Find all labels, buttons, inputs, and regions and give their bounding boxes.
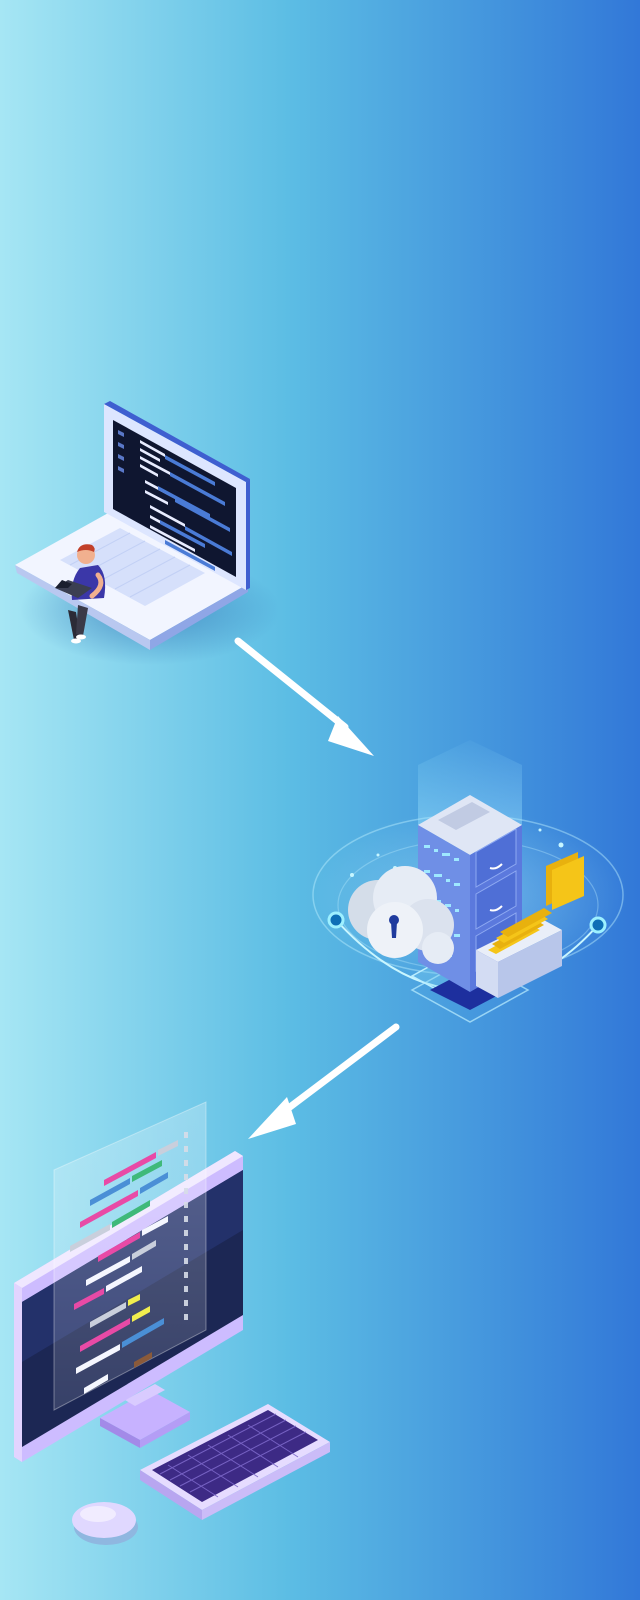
orbit-node-right [589,916,607,934]
floating-code-panel [53,1101,207,1411]
flow-arrow-down-right [234,637,374,756]
mouse [72,1502,138,1545]
server-beam [418,740,522,830]
developer-hair [77,544,95,552]
laptop-developer-illustration [15,401,280,665]
arrow-head-icon [328,716,374,756]
laptop-keyboard [60,528,205,606]
monitor-code-lines [70,1140,178,1394]
cloud-server-illustration [308,740,628,1023]
orbit-node-left [327,911,345,929]
laptop-code-lines [118,430,232,571]
developer-person [55,544,106,644]
flow-arrow-down-left [248,1023,400,1139]
arrow-head-icon-2 [248,1097,296,1139]
monitor-stand [100,1384,190,1448]
open-file-drawer [476,908,562,998]
cloud-lock-icon [348,866,454,964]
desktop-workstation-illustration [14,1101,330,1545]
keyboard [140,1404,330,1520]
yellow-folder-icon [546,852,584,910]
